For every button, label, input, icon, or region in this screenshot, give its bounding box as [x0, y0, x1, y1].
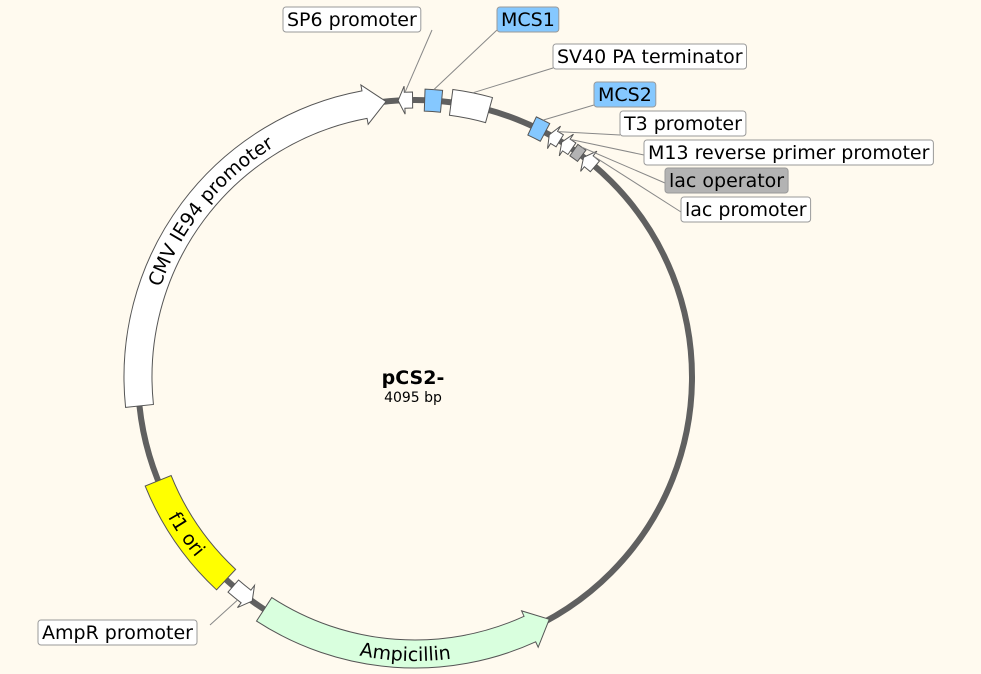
plasmid-length: 4095 bp	[384, 390, 442, 406]
label-box-t3	[619, 110, 747, 137]
label-sv40[interactable]: SV40 PA terminator	[552, 43, 747, 70]
label-box-m13	[643, 139, 934, 166]
feature-f1[interactable]	[144, 474, 237, 591]
label-ampr[interactable]: AmpR promoter	[37, 619, 198, 646]
feature-lacpro[interactable]	[580, 150, 601, 173]
feature-sv40[interactable]	[448, 88, 494, 124]
label-text-ampr: AmpR promoter	[42, 622, 193, 644]
label-text-sv40: SV40 PA terminator	[557, 46, 743, 68]
feature-lacop[interactable]	[569, 143, 587, 163]
label-text-lacop: lac operator	[669, 170, 784, 192]
label-text-sp6: SP6 promoter	[287, 9, 417, 31]
label-box-mcs2	[593, 81, 657, 108]
leader-lacpro	[593, 155, 682, 213]
label-text-t3: T3 promoter	[623, 113, 742, 135]
feature-cmv[interactable]	[123, 83, 387, 408]
leader-ampr	[209, 599, 238, 626]
leader-t3	[558, 131, 621, 136]
feature-t3[interactable]	[547, 125, 565, 149]
label-lacop[interactable]: lac operator	[664, 167, 789, 194]
label-m13[interactable]: M13 reverse primer promoter	[643, 139, 934, 166]
feature-mcs1[interactable]	[423, 88, 444, 113]
label-box-mcs1	[496, 6, 560, 33]
leader-lines	[209, 29, 682, 626]
feature-sp6[interactable]	[397, 86, 414, 115]
label-box-lacop	[664, 167, 789, 194]
label-text-lacpro: lac promoter	[685, 199, 807, 221]
label-text-m13: M13 reverse primer promoter	[648, 142, 930, 164]
leader-sp6	[404, 29, 433, 93]
leader-mcs2	[542, 104, 595, 121]
label-box-sv40	[552, 43, 747, 70]
label-sp6[interactable]: SP6 promoter	[282, 6, 422, 33]
feature-amp[interactable]	[255, 596, 550, 669]
feature-m13[interactable]	[558, 133, 577, 157]
feature-ampr[interactable]	[227, 579, 256, 609]
plasmid-name: pCS2-	[382, 367, 445, 389]
label-box-ampr	[37, 619, 198, 646]
label-box-sp6	[282, 6, 422, 33]
leader-sv40	[472, 67, 554, 94]
label-text-mcs2: MCS2	[598, 84, 652, 106]
label-mcs1[interactable]: MCS1	[496, 6, 560, 33]
label-box-lacpro	[680, 196, 812, 223]
label-lacpro[interactable]: lac promoter	[680, 196, 812, 223]
label-mcs2[interactable]: MCS2	[593, 81, 657, 108]
leader-lacop	[581, 146, 666, 184]
leader-m13	[570, 139, 645, 156]
feature-mcs2[interactable]	[527, 116, 551, 142]
label-text-mcs1: MCS1	[501, 9, 555, 31]
leader-mcs1	[433, 29, 498, 90]
label-t3[interactable]: T3 promoter	[619, 110, 747, 137]
